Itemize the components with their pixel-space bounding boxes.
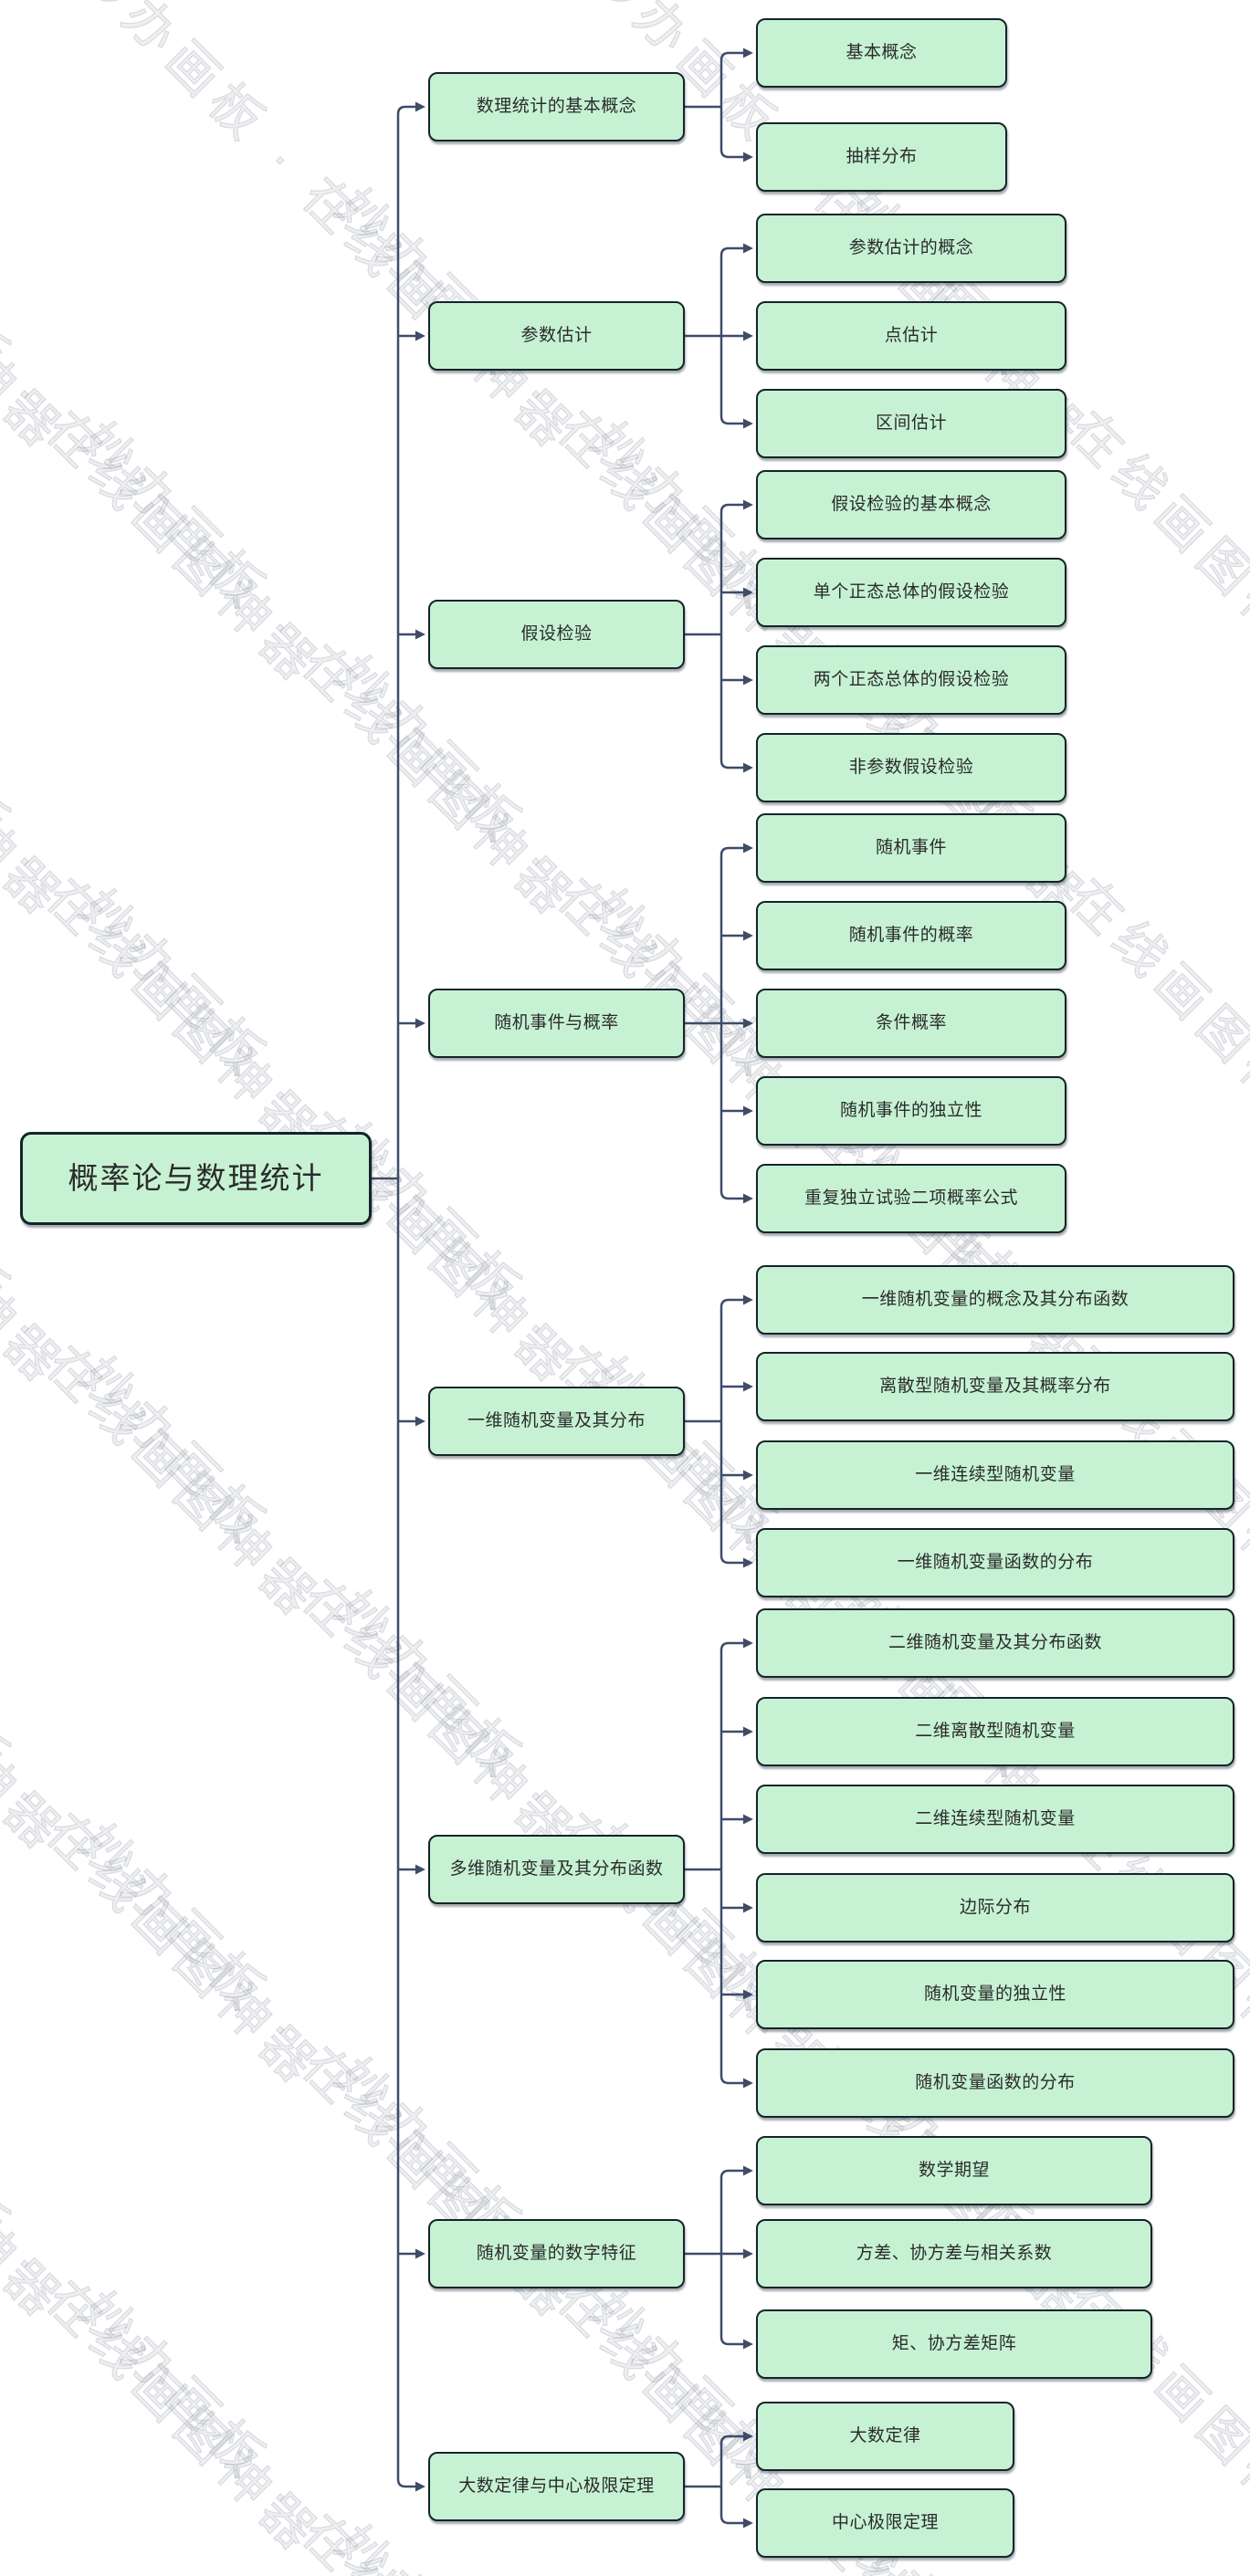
leaf-node[interactable]: 数学期望 (756, 2136, 1152, 2205)
leaf-node[interactable]: 随机事件 (756, 813, 1066, 883)
branch-node[interactable]: 一维随机变量及其分布 (428, 1387, 685, 1456)
branch-node[interactable]: 数理统计的基本概念 (428, 72, 685, 141)
trunk-line (396, 105, 406, 2488)
leaf-node[interactable]: 二维连续型随机变量 (756, 1785, 1234, 1854)
leaf-node[interactable]: 中心极限定理 (756, 2488, 1014, 2558)
leaf-node[interactable]: 大数定律 (756, 2402, 1014, 2471)
leaf-node[interactable]: 条件概率 (756, 989, 1066, 1058)
leaf-node[interactable]: 离散型随机变量及其概率分布 (756, 1352, 1234, 1421)
leaf-node[interactable]: 基本概念 (756, 18, 1007, 88)
split-line (720, 1298, 730, 1565)
split-line (720, 1641, 730, 2085)
leaf-node[interactable]: 非参数假设检验 (756, 733, 1066, 802)
leaf-node[interactable]: 随机变量函数的分布 (756, 2048, 1234, 2118)
split-line (720, 51, 730, 159)
leaf-node[interactable]: 参数估计的概念 (756, 214, 1066, 283)
split-line (720, 2435, 730, 2525)
leaf-node[interactable]: 一维随机变量函数的分布 (756, 1528, 1234, 1597)
split-line (720, 2169, 730, 2346)
branch-node[interactable]: 假设检验 (428, 600, 685, 669)
leaf-node[interactable]: 一维随机变量的概念及其分布函数 (756, 1265, 1234, 1335)
branch-node[interactable]: 参数估计 (428, 301, 685, 371)
branch-node[interactable]: 随机变量的数字特征 (428, 2219, 685, 2288)
leaf-node[interactable]: 假设检验的基本概念 (756, 470, 1066, 539)
leaf-node[interactable]: 两个正态总体的假设检验 (756, 645, 1066, 715)
branch-node[interactable]: 大数定律与中心极限定理 (428, 2452, 685, 2521)
root-node[interactable]: 概率论与数理统计 (20, 1132, 372, 1225)
leaf-node[interactable]: 方差、协方差与相关系数 (756, 2219, 1152, 2288)
leaf-node[interactable]: 二维随机变量及其分布函数 (756, 1608, 1234, 1678)
leaf-node[interactable]: 抽样分布 (756, 122, 1007, 192)
leaf-node[interactable]: 单个正态总体的假设检验 (756, 558, 1066, 627)
leaf-node[interactable]: 随机事件的概率 (756, 901, 1066, 970)
leaf-node[interactable]: 重复独立试验二项概率公式 (756, 1164, 1066, 1233)
leaf-node[interactable]: 矩、协方差矩阵 (756, 2309, 1152, 2379)
branch-node[interactable]: 随机事件与概率 (428, 989, 685, 1058)
leaf-node[interactable]: 随机变量的独立性 (756, 1960, 1234, 2029)
leaf-node[interactable]: 随机事件的独立性 (756, 1076, 1066, 1146)
leaf-node[interactable]: 边际分布 (756, 1873, 1234, 1942)
leaf-node[interactable]: 区间估计 (756, 389, 1066, 458)
split-line (720, 503, 730, 770)
branch-node[interactable]: 多维随机变量及其分布函数 (428, 1835, 685, 1904)
leaf-node[interactable]: 点估计 (756, 301, 1066, 371)
leaf-node[interactable]: 一维连续型随机变量 (756, 1440, 1234, 1510)
leaf-node[interactable]: 二维离散型随机变量 (756, 1697, 1234, 1766)
